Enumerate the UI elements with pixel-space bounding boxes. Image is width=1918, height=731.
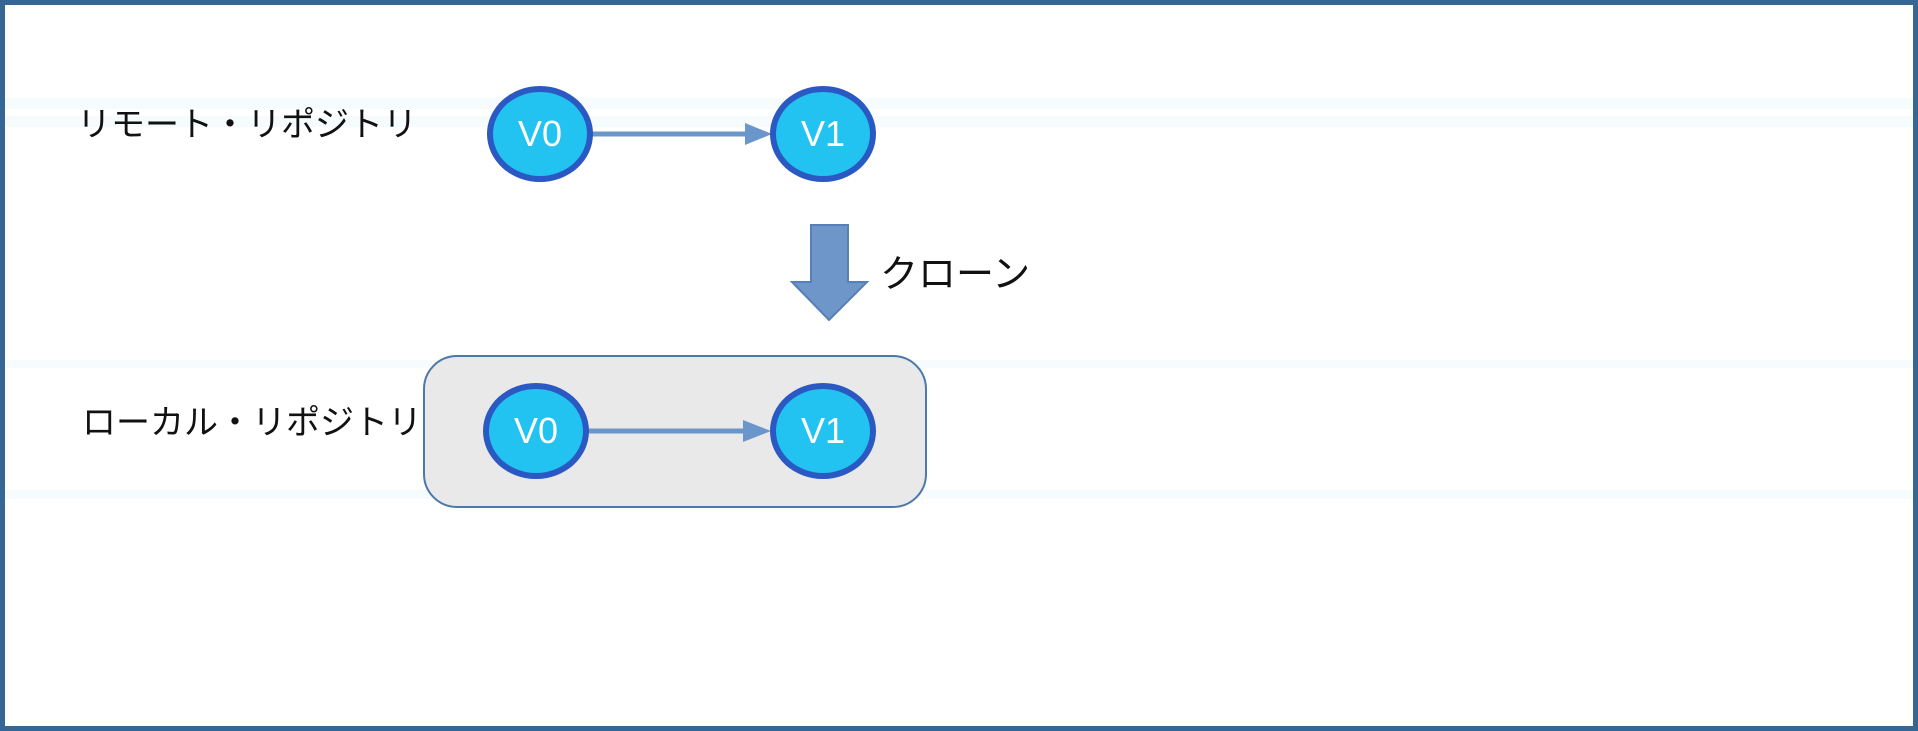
remote-repository-label: リモート・リポジトリ	[77, 106, 417, 144]
local-commit-node-v0-label: V0	[513, 410, 559, 451]
local-commit-node-v1: V1	[770, 383, 876, 479]
background-stripe	[5, 490, 1913, 499]
remote-commit-node-v1-label: V1	[800, 113, 846, 154]
remote-commit-node-v0-label: V0	[517, 113, 563, 154]
local-repository-label: ローカル・リポジトリ	[82, 404, 422, 442]
local-commit-node-v0: V0	[483, 383, 589, 479]
local-commit-arrow	[587, 420, 771, 442]
background-stripe	[5, 360, 1913, 368]
local-commit-node-v1-label: V1	[800, 410, 846, 451]
remote-commit-node-v0: V0	[487, 86, 593, 182]
clone-down-arrow-icon	[789, 224, 870, 322]
remote-commit-arrow	[591, 123, 772, 145]
remote-commit-node-v1: V1	[770, 86, 876, 182]
clone-label: クローン	[880, 254, 1031, 296]
